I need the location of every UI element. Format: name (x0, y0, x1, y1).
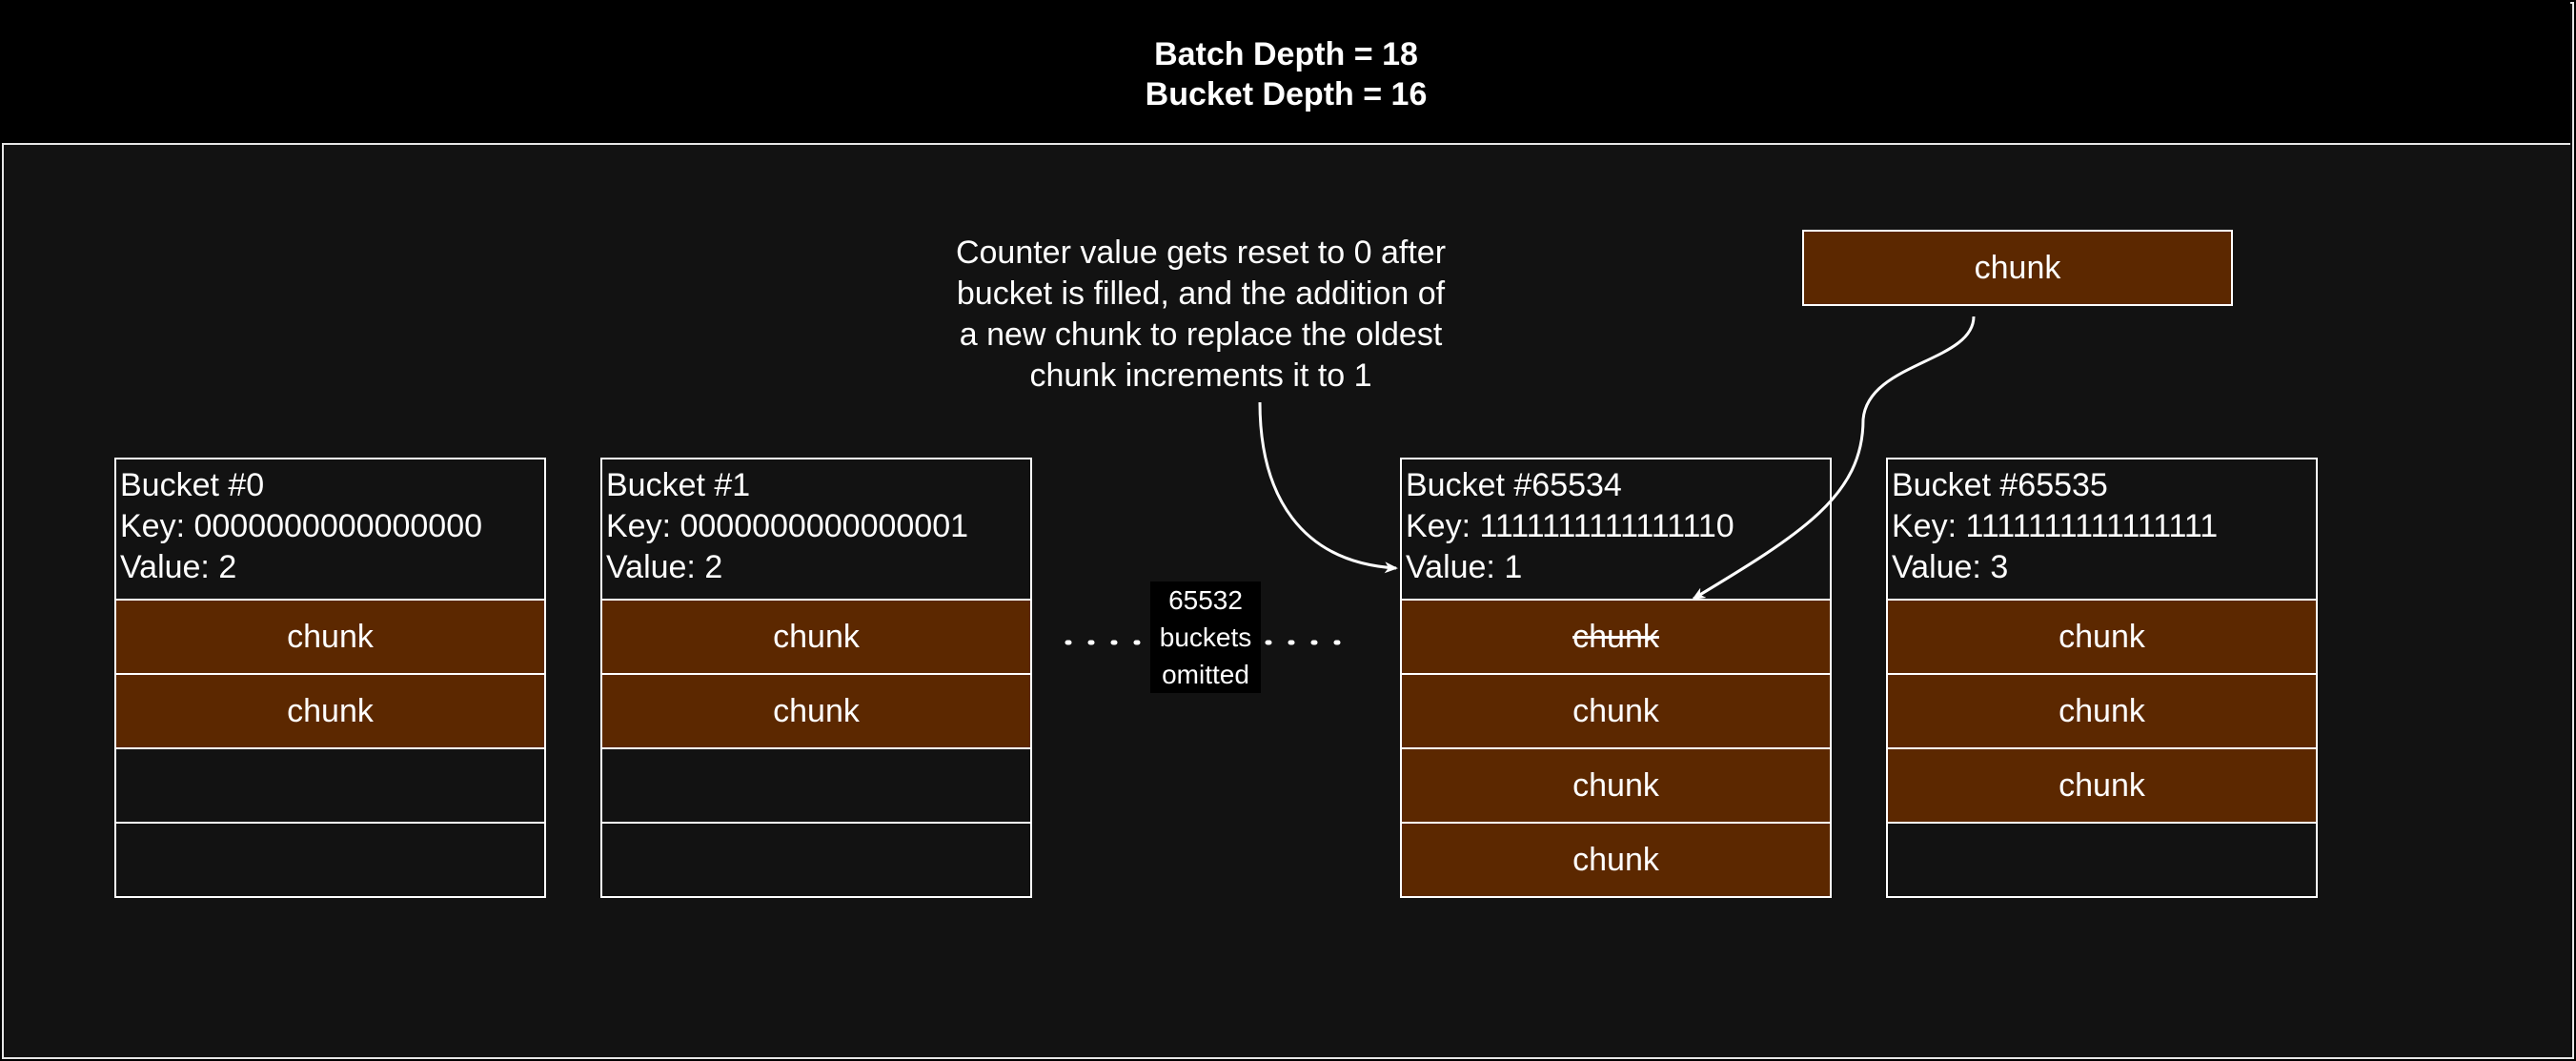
empty-slot (116, 749, 544, 824)
bucket-value: Value: 1 (1406, 549, 1523, 585)
bucket-key: Key: 1111111111111111 (1892, 508, 2219, 544)
batch-depth-label: Batch Depth = 18 (1154, 36, 1418, 72)
note-line: a new chunk to replace the oldest (959, 316, 1443, 353)
empty-slot (1888, 824, 2316, 896)
bucket-header: Bucket #0 Key: 0000000000000000 Value: 2 (116, 459, 544, 601)
depth-header: Batch Depth = 18 Bucket Depth = 16 (2, 2, 2570, 145)
chunk-label: chunk (773, 618, 860, 655)
chunk-label: chunk (287, 692, 374, 729)
bucket-0: Bucket #0 Key: 0000000000000000 Value: 2… (114, 458, 546, 898)
bucket-65534: Bucket #65534 Key: 1111111111111110 Valu… (1400, 458, 1832, 898)
counter-reset-note: Counter value gets reset to 0 after buck… (915, 233, 1487, 397)
chunk-label: chunk (1572, 841, 1659, 878)
chunk-slot: chunk (1402, 749, 1830, 824)
bucket-depth-label: Bucket Depth = 16 (1145, 76, 1428, 112)
chunk-label: chunk (773, 692, 860, 729)
chunk-label: chunk (1572, 692, 1659, 729)
chunk-slot: chunk (602, 675, 1030, 749)
note-line: Counter value gets reset to 0 after (955, 235, 1447, 271)
bucket-title: Bucket #0 (120, 467, 265, 503)
bucket-key: Key: 0000000000000000 (120, 508, 483, 544)
bucket-header: Bucket #1 Key: 0000000000000001 Value: 2 (602, 459, 1030, 601)
omitted-buckets-label: 65532 buckets omitted (1150, 582, 1261, 693)
chunk-label: chunk (2059, 766, 2145, 804)
omitted-word: buckets (1159, 622, 1252, 652)
bucket-title: Bucket #65534 (1406, 467, 1622, 503)
chunk-label: chunk (2059, 692, 2145, 729)
incoming-chunk: chunk (1802, 230, 2233, 306)
bucket-value: Value: 2 (120, 549, 237, 585)
omitted-word: omitted (1162, 660, 1249, 689)
bucket-title: Bucket #65535 (1892, 467, 2108, 503)
bucket-key: Key: 0000000000000001 (606, 508, 969, 544)
chunk-slot: chunk (116, 601, 544, 675)
replaced-chunk-slot: chunk (1402, 601, 1830, 675)
chunk-slot: chunk (1402, 824, 1830, 896)
chunk-slot: chunk (602, 601, 1030, 675)
bucket-header: Bucket #65535 Key: 1111111111111111 Valu… (1888, 459, 2316, 601)
bucket-key: Key: 1111111111111110 (1406, 508, 1734, 544)
omitted-count: 65532 (1168, 585, 1243, 615)
chunk-slot: chunk (116, 675, 544, 749)
empty-slot (116, 824, 544, 896)
bucket-value: Value: 2 (606, 549, 723, 585)
bucket-1: Bucket #1 Key: 0000000000000001 Value: 2… (600, 458, 1032, 898)
bucket-title: Bucket #1 (606, 467, 751, 503)
chunk-slot: chunk (1888, 601, 2316, 675)
chunk-slot: chunk (1402, 675, 1830, 749)
chunk-label: chunk (1572, 618, 1659, 655)
empty-slot (602, 749, 1030, 824)
incoming-chunk-label: chunk (1974, 249, 2061, 286)
chunk-label: chunk (1572, 766, 1659, 804)
bucket-value: Value: 3 (1892, 549, 2009, 585)
chunk-slot: chunk (1888, 749, 2316, 824)
bucket-header: Bucket #65534 Key: 1111111111111110 Valu… (1402, 459, 1830, 601)
note-line: bucket is filled, and the addition of (956, 275, 1446, 312)
note-line: chunk increments it to 1 (1029, 357, 1372, 394)
chunk-label: chunk (2059, 618, 2145, 655)
bucket-65535: Bucket #65535 Key: 1111111111111111 Valu… (1886, 458, 2318, 898)
empty-slot (602, 824, 1030, 896)
chunk-label: chunk (287, 618, 374, 655)
chunk-slot: chunk (1888, 675, 2316, 749)
